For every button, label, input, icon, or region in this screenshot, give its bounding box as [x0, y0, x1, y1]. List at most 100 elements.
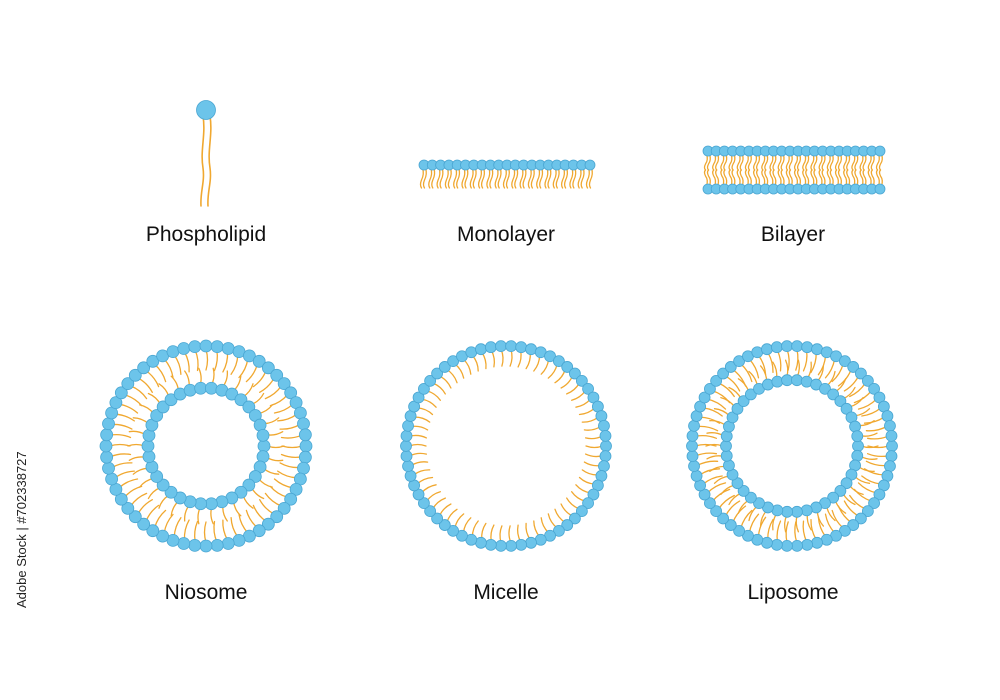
- lipid-tail: [205, 348, 209, 371]
- lipid-head: [811, 536, 823, 549]
- lipid-head: [156, 400, 170, 414]
- lipid-tail: [514, 167, 519, 189]
- lipid-tail: [277, 413, 298, 422]
- lipid-tail: [747, 169, 752, 187]
- lipid-head: [742, 529, 754, 542]
- lipid-tail: [859, 169, 864, 187]
- lipid-head: [242, 478, 256, 492]
- lipid-head: [121, 377, 135, 391]
- lipid-head: [884, 419, 896, 432]
- lipid-tail: [875, 153, 880, 171]
- lipid-tail: [795, 348, 799, 371]
- lipid-tail: [712, 153, 717, 171]
- lipid-tail: [761, 153, 766, 171]
- lipid-tail: [431, 167, 436, 189]
- lipid-tail: [696, 460, 719, 467]
- lipid-head: [102, 461, 115, 475]
- lipid-head: [204, 381, 218, 395]
- lipid-tail: [706, 153, 711, 171]
- lipid-tail: [569, 167, 574, 189]
- lipid-tail: [213, 349, 218, 372]
- lipid-head: [173, 491, 187, 505]
- lipid-head: [886, 440, 898, 452]
- lipid-tail: [715, 153, 720, 171]
- lipid-head: [297, 417, 310, 431]
- lipid-head: [100, 450, 114, 464]
- lipid-head: [873, 488, 886, 501]
- micelle-figure: [400, 340, 612, 552]
- micelle-label: Micelle: [473, 581, 539, 604]
- lipid-head: [225, 387, 239, 401]
- lipid-tail: [862, 169, 867, 187]
- lipid-head: [204, 497, 218, 511]
- lipid-head: [690, 470, 703, 482]
- lipid-head: [400, 440, 412, 452]
- lipid-head: [109, 396, 123, 410]
- lipid-tail: [539, 167, 544, 189]
- lipid-tail: [200, 115, 205, 207]
- lipid-tail: [259, 499, 275, 515]
- lipid-tail: [118, 478, 139, 489]
- lipid-head: [146, 524, 160, 538]
- lipid-tail: [502, 167, 507, 189]
- lipid-tail: [866, 453, 889, 458]
- lipid-head: [424, 374, 437, 387]
- lipid-tail: [711, 390, 731, 404]
- lipid-head: [770, 538, 783, 551]
- lipid-head: [400, 429, 413, 442]
- lipid-tail: [810, 169, 815, 187]
- lipid-head: [424, 505, 437, 518]
- lipid-tail: [802, 349, 808, 372]
- lipid-head: [724, 519, 737, 531]
- lipid-tail: [111, 462, 133, 469]
- lipid-head: [199, 339, 213, 353]
- lipid-head: [277, 377, 291, 391]
- lipid-tail: [752, 169, 758, 187]
- lipid-tail: [824, 513, 836, 534]
- lipid-tail: [577, 167, 582, 189]
- lipid-tail: [207, 115, 212, 207]
- lipid-tail: [572, 167, 577, 189]
- lipid-head: [418, 497, 430, 510]
- lipid-tail: [222, 351, 229, 373]
- lipid-tail: [862, 153, 867, 171]
- lipid-head: [552, 524, 565, 537]
- lipid-tail: [772, 169, 777, 187]
- lipid-head: [834, 484, 847, 497]
- lipid-tail: [788, 153, 793, 171]
- lipid-head: [221, 342, 235, 355]
- lipid-head: [781, 539, 793, 552]
- lipid-tail: [810, 351, 817, 374]
- lipid-tail: [767, 351, 774, 374]
- lipid-tail: [767, 518, 774, 541]
- lipid-head: [431, 512, 444, 525]
- lipid-head: [196, 100, 216, 120]
- lipid-head: [299, 439, 313, 453]
- lipid-tail: [494, 167, 499, 189]
- lipid-head: [717, 367, 730, 380]
- lipid-head: [183, 383, 197, 397]
- bilayer-label: Bilayer: [760, 223, 826, 246]
- lipid-head: [298, 428, 312, 442]
- lipid-head: [791, 340, 803, 353]
- lipid-head: [851, 430, 864, 443]
- lipid-tail: [826, 169, 831, 187]
- lipid-head: [141, 439, 155, 453]
- lipid-head: [242, 400, 256, 414]
- lipid-head: [781, 374, 793, 387]
- lipid-head: [737, 395, 750, 408]
- lipid-tail: [712, 169, 717, 187]
- lipid-head: [838, 524, 851, 537]
- lipid-head: [851, 449, 864, 462]
- lipid-head: [861, 505, 874, 518]
- lipid-tail: [222, 519, 229, 541]
- lipid-head: [847, 361, 860, 373]
- lipid-tail: [238, 513, 249, 534]
- lipid-head: [177, 537, 191, 550]
- lipid-head: [771, 375, 784, 388]
- lipid-tail: [810, 153, 815, 171]
- lipid-tail: [123, 394, 143, 407]
- lipid-tail: [720, 169, 725, 187]
- lipid-head: [710, 374, 723, 387]
- lipid-tail: [108, 443, 131, 447]
